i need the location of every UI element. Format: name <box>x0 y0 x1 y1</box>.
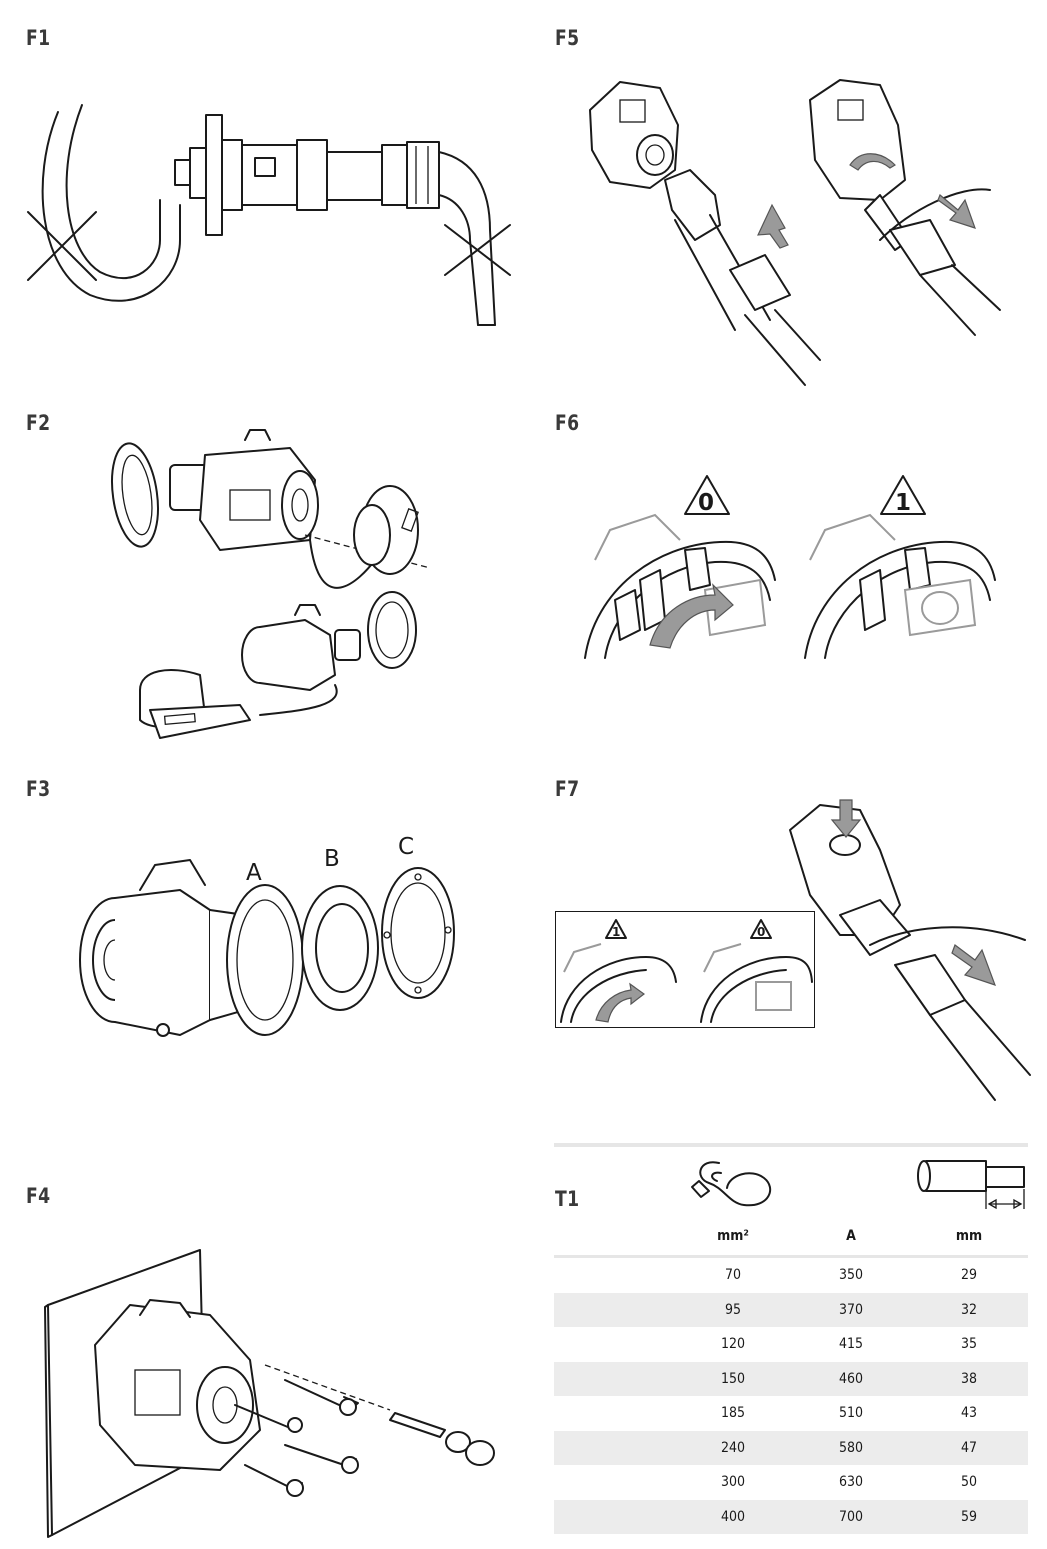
svg-text:1: 1 <box>895 490 911 516</box>
figure-f1-cable-bend <box>20 100 520 330</box>
cable-loop-icon <box>691 1161 771 1207</box>
svg-text:0: 0 <box>698 490 714 516</box>
figure-label-f1: F1 <box>26 26 51 50</box>
warning-triangle-icon <box>605 919 627 939</box>
svg-text:1: 1 <box>612 925 620 939</box>
cable-strip-length-icon <box>917 1160 1025 1210</box>
figure-label-f6: F6 <box>555 411 580 435</box>
part-label-a: A <box>246 860 262 886</box>
figure-f3-plug-gaskets: A B C <box>70 830 470 1060</box>
part-label-b: B <box>324 846 340 872</box>
figure-label-f4: F4 <box>26 1184 51 1208</box>
figure-f7-disconnect-plug <box>770 795 1031 1115</box>
warning-triangle-icon <box>750 919 772 939</box>
header-strip-length: mm <box>955 1228 983 1244</box>
table-top-divider <box>554 1143 1028 1147</box>
figure-label-t1: T1 <box>555 1187 580 1211</box>
figure-label-f7: F7 <box>555 777 580 801</box>
figure-f5-connect-plug <box>580 70 1001 390</box>
warning-triangle-icon <box>684 475 730 515</box>
header-cross-section: mm² <box>717 1228 749 1244</box>
figure-f2-exploded-view <box>100 420 440 750</box>
figure-label-f3: F3 <box>26 777 51 801</box>
part-label-c: C <box>398 834 414 860</box>
warning-triangle-icon <box>880 475 926 515</box>
figure-f4-wall-mounting <box>40 1245 510 1545</box>
figure-f6-switch-positions: 0 1 <box>584 470 1005 660</box>
figure-label-f5: F5 <box>555 26 580 50</box>
figure-f7-inset-box: 1 0 <box>555 911 815 1028</box>
svg-text:0: 0 <box>757 925 765 939</box>
header-current: A <box>846 1228 856 1244</box>
figure-label-f2: F2 <box>26 411 51 435</box>
table-header: mm² A mm <box>554 1217 1028 1258</box>
